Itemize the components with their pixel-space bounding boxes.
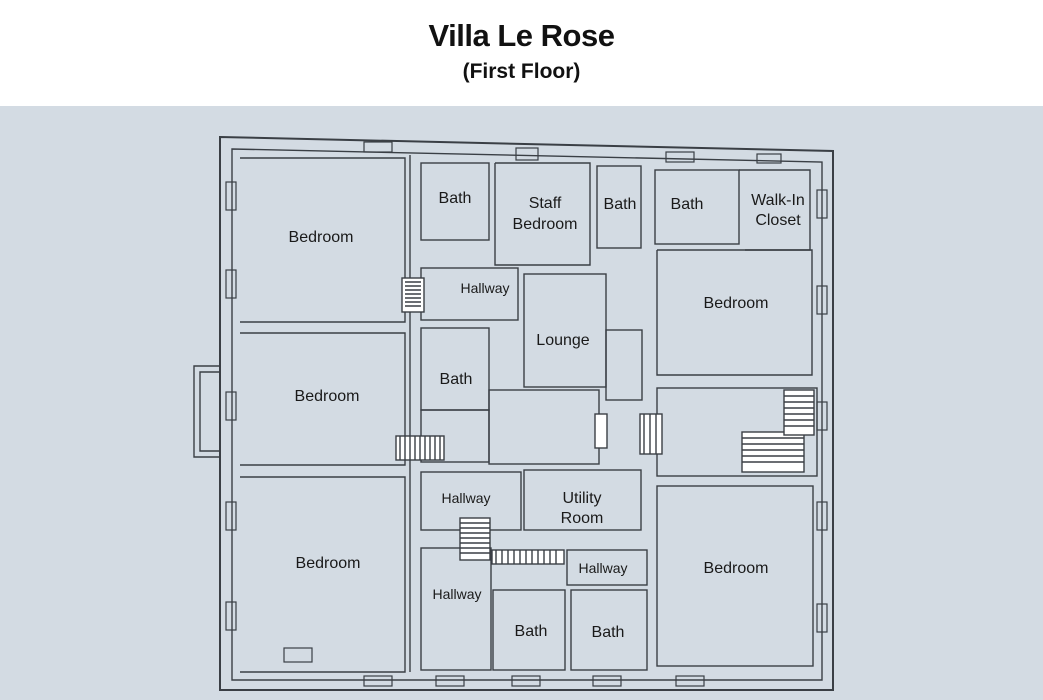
outer-wall-inner bbox=[231, 148, 823, 681]
wall-bedroom-se bbox=[656, 485, 814, 667]
label-bath-5: Bath bbox=[515, 623, 548, 640]
label-utility-2: Room bbox=[561, 510, 604, 527]
label-walk-in-1: Walk-In bbox=[751, 192, 805, 209]
label-bedroom-nw: Bedroom bbox=[289, 229, 354, 246]
label-staff-bedroom-1: Staff bbox=[529, 195, 562, 212]
label-staff-bedroom-2: Bedroom bbox=[513, 216, 578, 233]
wall-bedroom-nw bbox=[240, 157, 406, 323]
wall-bath-6 bbox=[570, 589, 648, 671]
label-bath-6: Bath bbox=[592, 624, 625, 641]
wall-bedroom-w bbox=[240, 332, 406, 466]
west-balcony bbox=[193, 365, 220, 458]
label-hallway-1: Hallway bbox=[460, 280, 509, 296]
wall-bath-5 bbox=[492, 589, 566, 671]
label-hallway-4: Hallway bbox=[578, 560, 627, 576]
page-subtitle: (First Floor) bbox=[462, 60, 581, 83]
wall-bedroom-ne bbox=[656, 249, 813, 376]
windows bbox=[225, 141, 828, 687]
stairs bbox=[395, 277, 815, 565]
wall-hallway-4 bbox=[566, 549, 648, 586]
label-hallway-3: Hallway bbox=[432, 586, 481, 602]
wall-hallway-3 bbox=[420, 547, 492, 671]
page-title: Villa Le Rose bbox=[428, 18, 615, 53]
label-bedroom-ne: Bedroom bbox=[704, 295, 769, 312]
label-lounge: Lounge bbox=[536, 332, 589, 349]
wall-bedroom-sw bbox=[240, 476, 406, 673]
header: Villa Le Rose (First Floor) bbox=[0, 0, 1043, 106]
wall-bath-1 bbox=[420, 162, 490, 241]
label-bath-3: Bath bbox=[671, 196, 704, 213]
label-bath-2: Bath bbox=[604, 196, 637, 213]
label-bedroom-se: Bedroom bbox=[704, 560, 769, 577]
label-utility-1: Utility bbox=[562, 490, 601, 507]
outer-wall bbox=[219, 135, 834, 691]
label-hallway-2: Hallway bbox=[441, 490, 490, 506]
label-bath-1: Bath bbox=[439, 190, 472, 207]
wall-bath-2 bbox=[596, 165, 642, 249]
room-labels: Bedroom Bedroom Bedroom Bedroom Bedroom … bbox=[289, 190, 805, 641]
floor-plan: Bedroom Bedroom Bedroom Bedroom Bedroom … bbox=[0, 106, 1043, 700]
walls bbox=[193, 135, 834, 691]
label-bedroom-w: Bedroom bbox=[295, 388, 360, 405]
label-bath-4: Bath bbox=[440, 371, 473, 388]
label-bedroom-sw: Bedroom bbox=[296, 555, 361, 572]
wall-bath-3 bbox=[654, 169, 740, 245]
label-walk-in-2: Closet bbox=[755, 212, 801, 229]
plan-background bbox=[0, 106, 1043, 700]
wall-staff-bedroom bbox=[494, 162, 591, 266]
wall-utility-room bbox=[523, 469, 642, 531]
